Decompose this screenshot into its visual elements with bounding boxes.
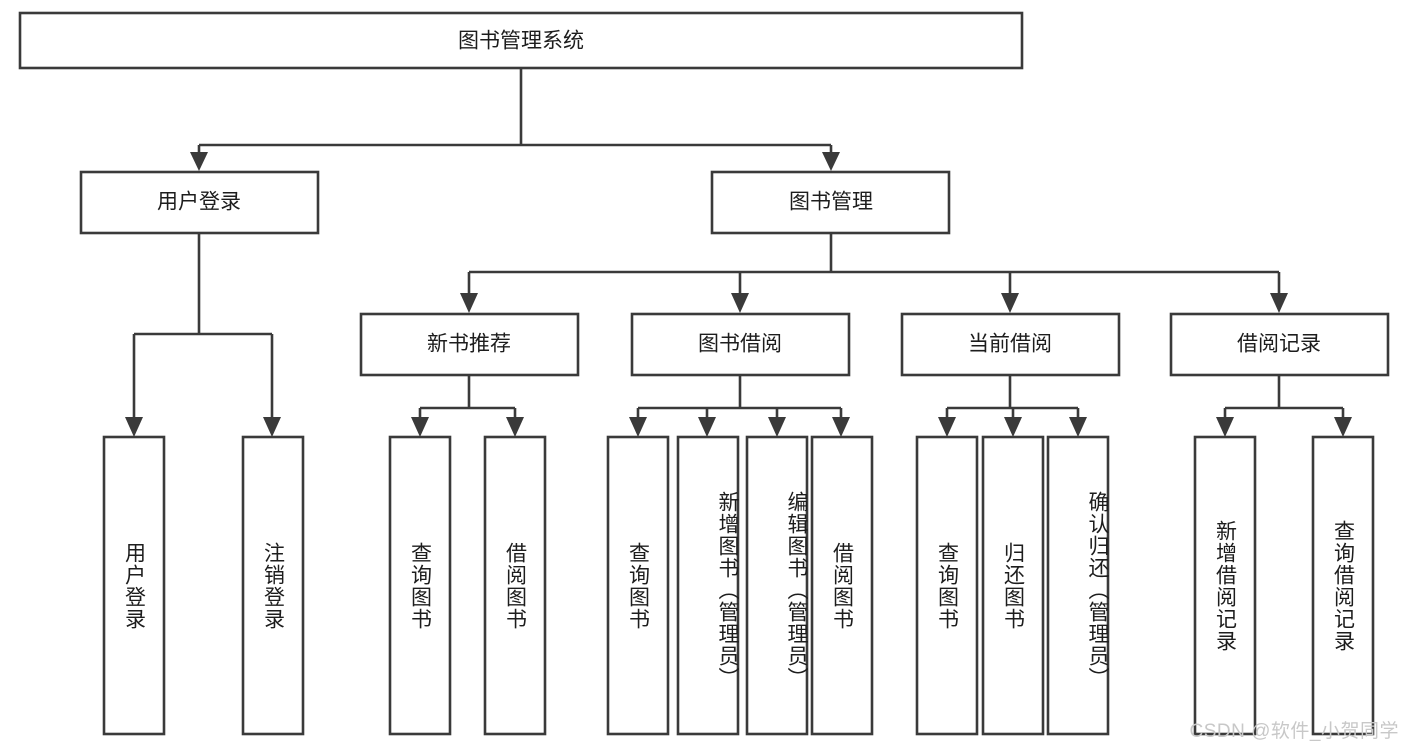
leaf-box-user-login-1[interactable] [241,435,305,736]
root-box-rect [18,11,1024,70]
book-management-box-label: 图书管理 [789,191,873,214]
arrow-head-icon [1001,293,1019,313]
user-login-box-label: 用户登录 [157,191,241,214]
current-borrow-box-label: 当前借阅 [968,333,1052,356]
user-login-box-rect [79,170,320,235]
leaf-box-book-borrow-1[interactable] [676,435,740,736]
arrow-head-icon [1216,417,1234,437]
arrow-head-icon [1069,417,1087,437]
arrow-head-icon [1270,293,1288,313]
node-borrow-record[interactable]: 借阅记录 [1169,312,1390,377]
leaf-box-new-book-recommend-1[interactable] [483,435,547,736]
arrow-head-icon [698,417,716,437]
arrow-head-icon [768,417,786,437]
leaf-box-book-borrow-3[interactable] [810,435,874,736]
new-book-recommend-box-label: 新书推荐 [427,333,511,356]
arrow-head-icon [731,293,749,313]
node-book-management[interactable]: 图书管理 [710,170,951,235]
arrow-head-icon [1334,417,1352,437]
connector-book-borrow-to-leaves [629,375,850,437]
arrow-head-icon [460,293,478,313]
leaf-box-current-borrow-2[interactable] [1046,435,1110,736]
new-book-recommend-box-rect [359,312,580,377]
arrow-head-icon [125,417,143,437]
leaf-box-user-login-0[interactable] [102,435,166,736]
node-current-borrow[interactable]: 当前借阅 [900,312,1121,377]
leaf-box-borrow-record-0[interactable] [1193,435,1257,736]
watermark-text: CSDN @软件_小贺同学 [1189,721,1399,742]
current-borrow-box-rect [900,312,1121,377]
arrow-head-icon [938,417,956,437]
connector-root-to-level2 [190,68,840,171]
arrow-head-icon [411,417,429,437]
arrow-head-icon [506,417,524,437]
arrow-head-icon [822,152,840,171]
connector-new-book-recommend-to-leaves [411,375,524,437]
leaf-box-book-borrow-2[interactable] [745,435,809,736]
leaf-box-new-book-recommend-0[interactable] [388,435,452,736]
root-box-label: 图书管理系统 [458,30,584,53]
arrow-head-icon [1004,417,1022,437]
node-new-book-recommend[interactable]: 新书推荐 [359,312,580,377]
book-borrow-box-label: 图书借阅 [698,333,782,356]
connector-current-borrow-to-leaves [938,375,1087,437]
arrow-head-icon [263,417,281,437]
leaf-box-borrow-record-1[interactable] [1311,435,1375,736]
node-book-borrow[interactable]: 图书借阅 [630,312,851,377]
connector-user-login-to-leaves [125,233,281,437]
arrow-head-icon [832,417,850,437]
node-root[interactable]: 图书管理系统 [18,11,1024,70]
node-user-login[interactable]: 用户登录 [79,170,320,235]
leaf-box-current-borrow-1[interactable] [981,435,1045,736]
connector-book-management-to-level3 [460,233,1288,313]
arrow-head-icon [190,152,208,171]
arrow-head-icon [629,417,647,437]
leaf-box-current-borrow-0[interactable] [915,435,979,736]
connector-borrow-record-to-leaves [1216,375,1352,437]
borrow-record-box-label: 借阅记录 [1237,333,1321,356]
leaf-box-book-borrow-0[interactable] [606,435,670,736]
